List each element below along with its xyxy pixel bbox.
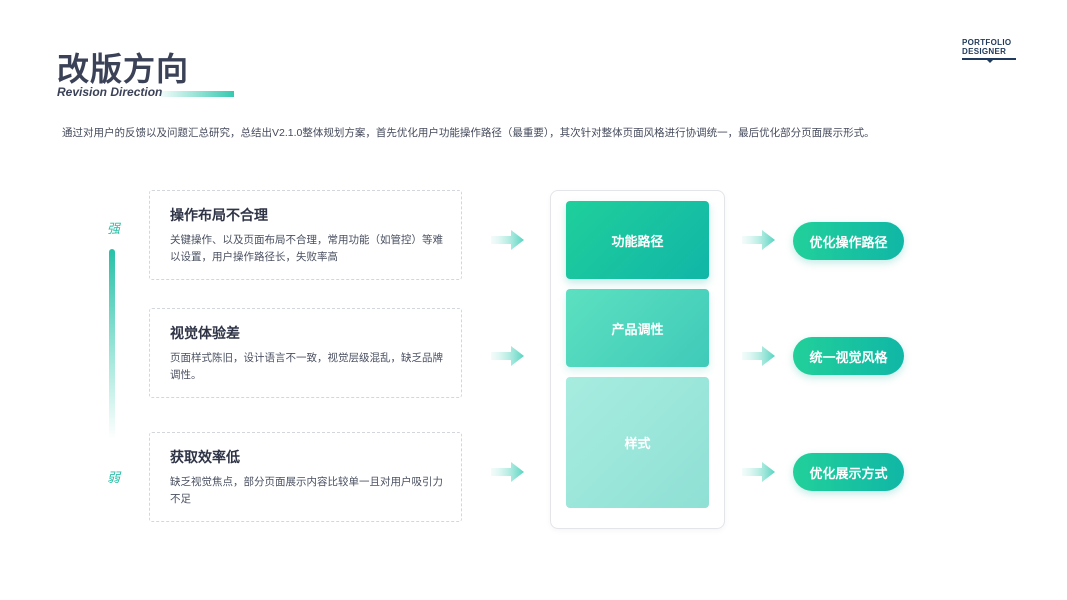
logo-line1: PORTFOLIO [962, 38, 1012, 47]
arrow-right-icon [491, 346, 524, 366]
problem-desc: 页面样式陈旧，设计语言不一致，视觉层级混乱，缺乏品牌调性。 [170, 352, 443, 381]
outcome-pill: 优化展示方式 [793, 453, 904, 491]
scale-strong-label: 强 [107, 221, 121, 236]
problem-title: 获取效率低 [170, 449, 240, 465]
problem-desc: 关键操作、以及页面布局不合理，常用功能（如管控）等难以设置，用户操作路径长，失败… [170, 234, 443, 263]
page-title: 改版方向 [57, 51, 190, 87]
problem-card: 操作布局不合理 关键操作、以及页面布局不合理，常用功能（如管控）等难以设置，用户… [149, 190, 462, 280]
problem-card: 视觉体验差 页面样式陈旧，设计语言不一致，视觉层级混乱，缺乏品牌调性。 [149, 308, 462, 398]
arrow-right-icon [491, 230, 524, 250]
outcome-pill: 优化操作路径 [793, 222, 904, 260]
scale-gradient-bar [109, 249, 115, 439]
intro-text: 通过对用户的反馈以及问题汇总研究，总结出V2.1.0整体规划方案，首先优化用户功… [62, 127, 875, 139]
problem-title: 操作布局不合理 [170, 207, 268, 223]
page-subtitle: Revision Direction [57, 85, 163, 99]
block-product-tone: 产品调性 [566, 289, 709, 367]
brand-logo: PORTFOLIO DESIGNER [962, 38, 1018, 64]
outcome-pill: 统一视觉风格 [793, 337, 904, 375]
problem-card: 获取效率低 缺乏视觉焦点，部分页面展示内容比较单一且对用户吸引力不足 [149, 432, 462, 522]
arrow-right-icon [491, 462, 524, 482]
block-function-path: 功能路径 [566, 201, 709, 279]
arrow-right-icon [742, 462, 775, 482]
block-style: 样式 [566, 377, 709, 508]
subtitle-accent-bar [160, 91, 234, 97]
problem-desc: 缺乏视觉焦点，部分页面展示内容比较单一且对用户吸引力不足 [170, 476, 443, 505]
logo-line2: DESIGNER [962, 47, 1007, 56]
scale-weak-label: 弱 [107, 470, 121, 485]
arrow-right-icon [742, 230, 775, 250]
arrow-right-icon [742, 346, 775, 366]
logo-pointer [986, 59, 994, 63]
problem-title: 视觉体验差 [170, 325, 240, 341]
